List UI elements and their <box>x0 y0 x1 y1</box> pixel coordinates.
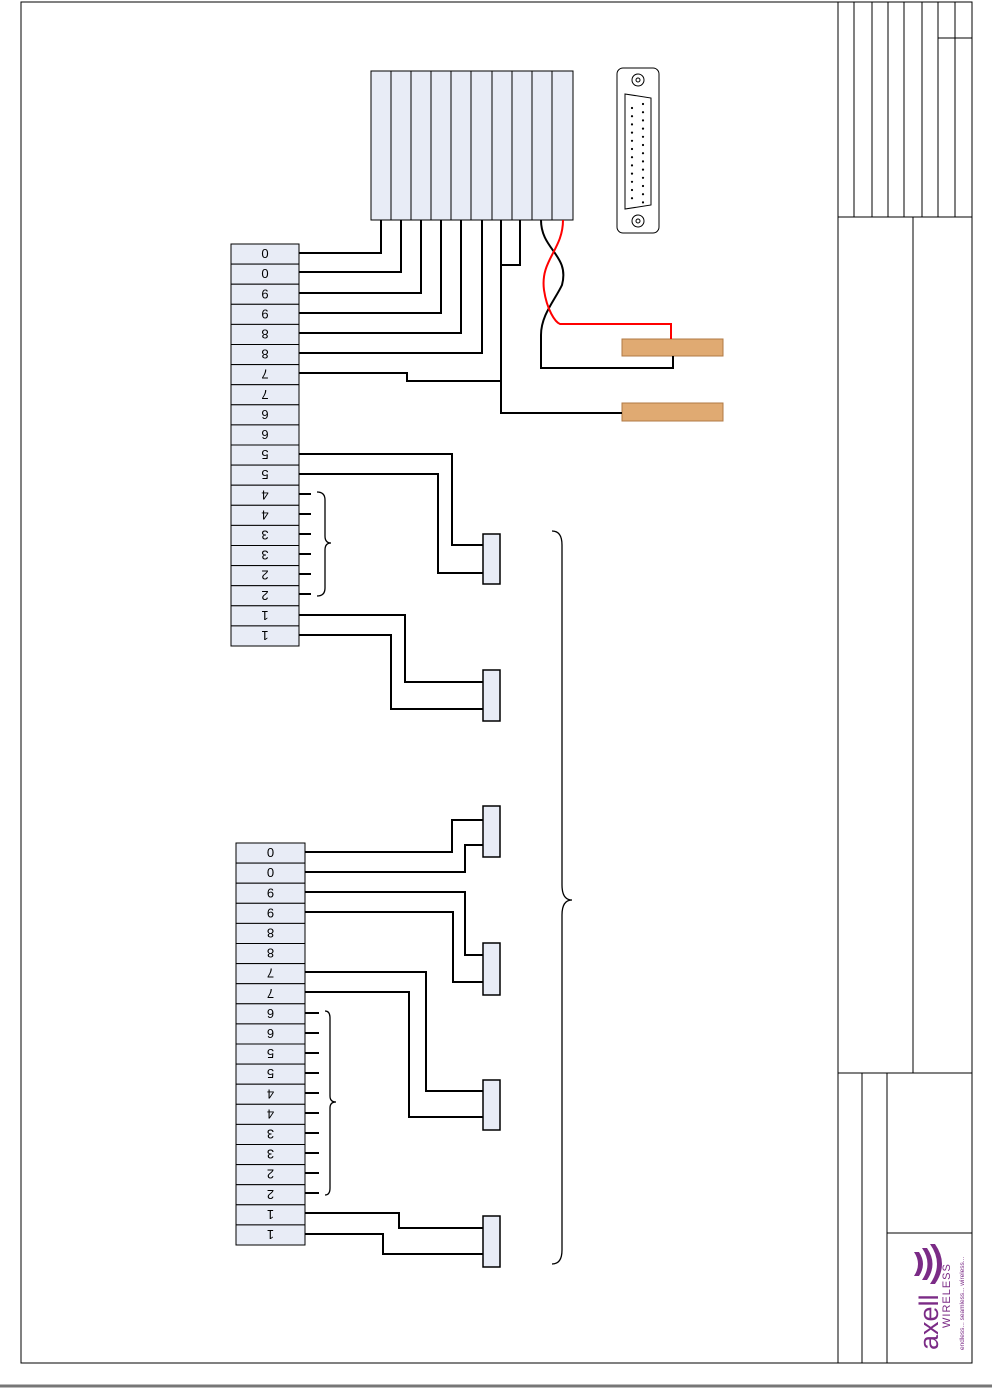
connector-pin <box>631 132 633 134</box>
terminal-label: 1 <box>267 1207 274 1222</box>
bridge-stubs-lower <box>305 1013 319 1193</box>
terminal-label: 3 <box>261 548 268 563</box>
connector-pin <box>642 119 644 121</box>
terminal-label: 4 <box>261 507 268 522</box>
connector-pin <box>642 177 644 179</box>
sensor-6 <box>483 1216 500 1267</box>
connector-pin <box>642 144 644 146</box>
terminal-label: 1 <box>261 628 268 643</box>
terminal-label: 7 <box>261 367 268 382</box>
sensor-5 <box>483 1080 500 1130</box>
terminal-label: 6 <box>267 1006 274 1021</box>
connector-pin <box>642 185 644 187</box>
logo-signal-icon <box>914 1244 942 1284</box>
relay-module <box>371 71 573 220</box>
terminal-label: 6 <box>261 407 268 422</box>
connector-pin <box>642 160 644 162</box>
sensor-blocks <box>483 534 500 1267</box>
terminal-label: 9 <box>267 885 274 900</box>
terminal-label: 3 <box>267 1147 274 1162</box>
connector-pin <box>642 128 644 130</box>
terminal-label: 2 <box>267 1187 274 1202</box>
terminal-label: 9 <box>261 306 268 321</box>
connector-pin <box>631 148 633 150</box>
brace-lower <box>325 1011 336 1195</box>
logo-sub: WIRELESS <box>941 1263 953 1328</box>
sensor-2 <box>483 670 500 721</box>
connector-pin <box>642 169 644 171</box>
terminal-label: 1 <box>261 608 268 623</box>
terminal-label: 1 <box>267 1227 274 1242</box>
terminal-label: 8 <box>261 326 268 341</box>
terminal-block-lower: 0 0 9 9 8 8 7 7 6 6 5 5 4 4 3 3 2 2 1 1 <box>236 843 305 1245</box>
sensor-4 <box>483 943 500 995</box>
bridge-stubs-upper <box>299 494 311 594</box>
terminal-label: 5 <box>267 1046 274 1061</box>
db25-connector <box>617 68 659 233</box>
connector-pin <box>631 189 633 191</box>
terminal-label: 2 <box>261 588 268 603</box>
connector-pin <box>631 115 633 117</box>
brace-upper <box>317 492 331 596</box>
sensor-3 <box>483 806 500 857</box>
title-block <box>838 2 972 1363</box>
logo-tagline: endless... seamless... wireless... <box>959 1257 966 1350</box>
terminal-label: 4 <box>267 1106 274 1121</box>
terminal-label: 4 <box>267 1086 274 1101</box>
terminal-label: 9 <box>267 905 274 920</box>
connector-pin <box>642 103 644 105</box>
sensor-1 <box>483 534 500 584</box>
terminal-block-upper: 0 0 9 9 8 8 7 7 6 6 5 5 4 4 3 3 2 2 1 1 <box>231 244 299 646</box>
terminal-label: 2 <box>267 1167 274 1182</box>
terminal-label: 3 <box>261 527 268 542</box>
terminal-label: 6 <box>267 1026 274 1041</box>
connector-pin <box>631 164 633 166</box>
connector-pin <box>631 107 633 109</box>
terminal-label: 8 <box>261 347 268 362</box>
connector-pin <box>642 136 644 138</box>
terminal-label: 5 <box>261 467 268 482</box>
terminal-label: 7 <box>267 966 274 981</box>
terminal-label: 7 <box>267 986 274 1001</box>
terminal-label: 9 <box>261 286 268 301</box>
connector-pin <box>631 140 633 142</box>
connector-pin <box>642 152 644 154</box>
terminal-label: 7 <box>261 387 268 402</box>
connector-screw-top <box>632 74 644 86</box>
terminal-label: 3 <box>267 1126 274 1141</box>
logo-brand: axell <box>914 1294 944 1350</box>
terminal-label: 6 <box>261 427 268 442</box>
terminal-label: 2 <box>261 568 268 583</box>
brace-sensors <box>552 531 572 1264</box>
terminal-label: 8 <box>267 925 274 940</box>
connector-pin <box>631 173 633 175</box>
connector-pin <box>631 156 633 158</box>
connector-pin <box>642 193 644 195</box>
terminal-label: 5 <box>261 447 268 462</box>
connector-pin <box>631 197 633 199</box>
terminal-label: 4 <box>261 487 268 502</box>
battery-lower <box>622 403 723 421</box>
connector-pin <box>642 201 644 203</box>
terminal-label: 0 <box>261 246 268 261</box>
terminal-label: 5 <box>267 1066 274 1081</box>
terminal-label: 8 <box>267 946 274 961</box>
connector-screw-bottom <box>632 215 644 227</box>
terminal-label: 0 <box>267 845 274 860</box>
terminal-label: 0 <box>261 266 268 281</box>
connector-pin <box>631 123 633 125</box>
connector-pin <box>642 111 644 113</box>
connector-pin <box>631 181 633 183</box>
terminal-label: 0 <box>267 865 274 880</box>
battery-upper <box>622 339 723 356</box>
company-logo: axell WIRELESS endless... seamless... wi… <box>914 1244 966 1350</box>
